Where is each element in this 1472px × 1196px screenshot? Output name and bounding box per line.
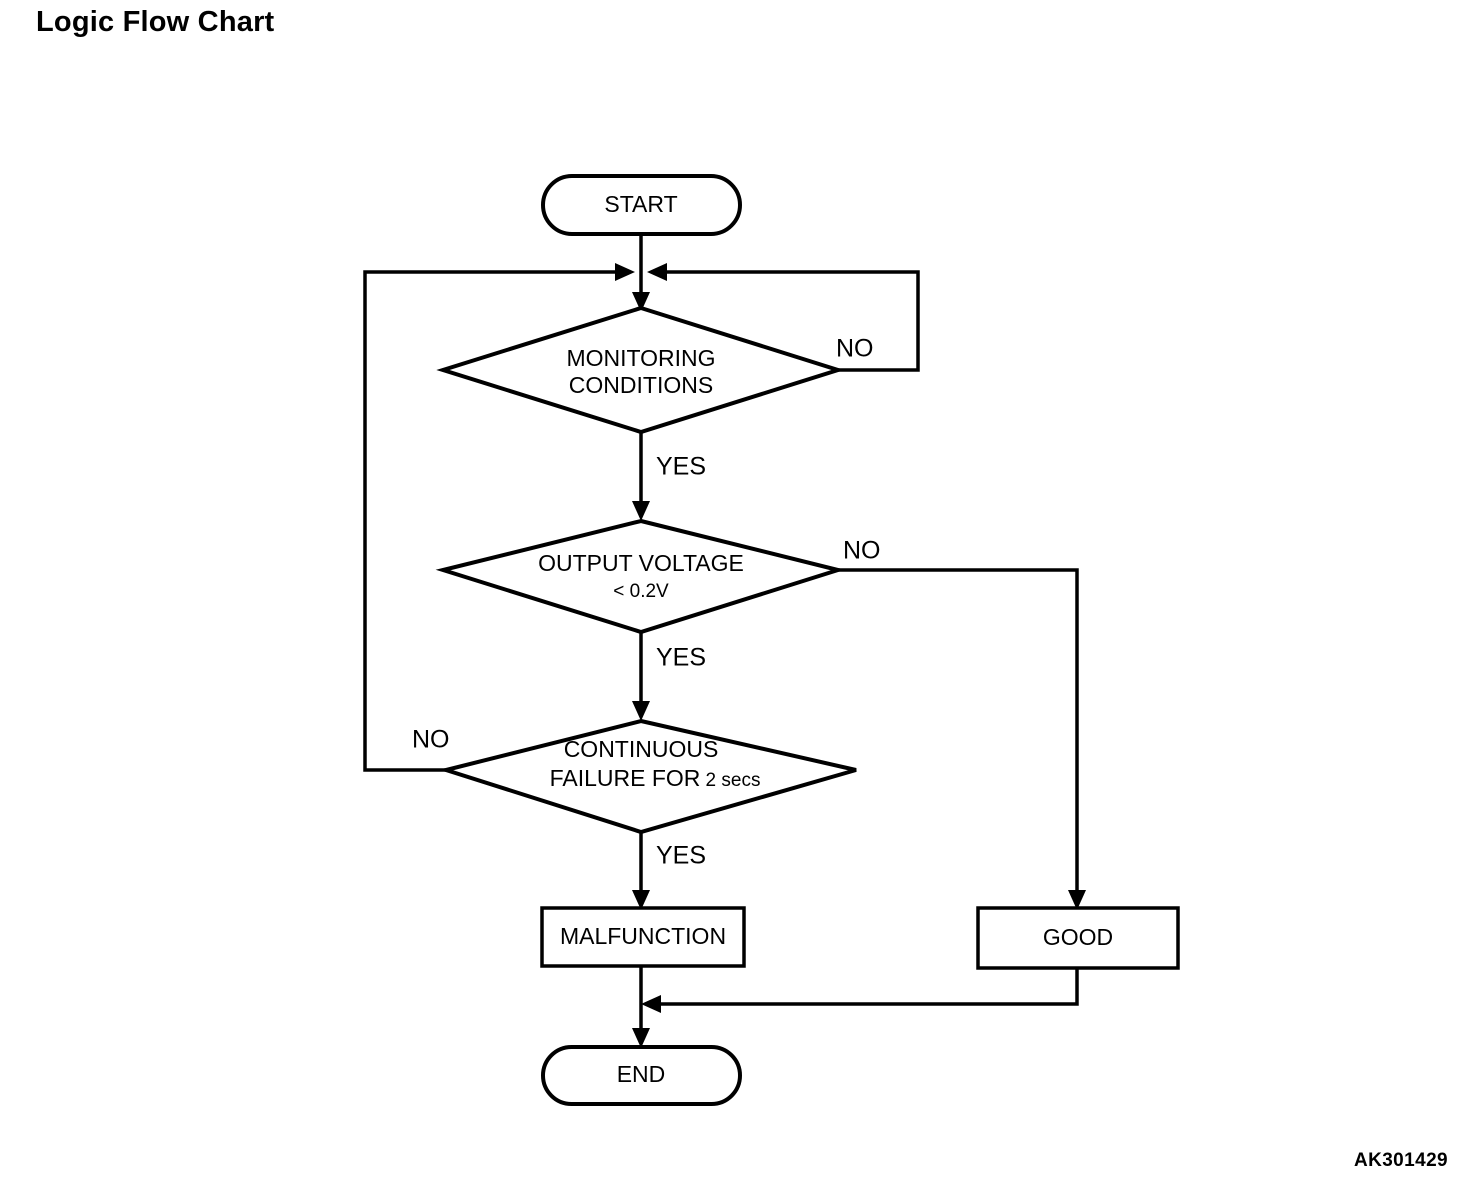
node-continuous-failure: CONTINUOUS FAILURE FOR 2 secs: [438, 718, 857, 835]
arrow-head-icon-continuous-in: [632, 701, 650, 721]
monitoring-label-line1: MONITORING: [566, 345, 715, 371]
end-label: END: [617, 1061, 666, 1087]
node-output-voltage: OUTPUT VOLTAGE < 0.2V: [435, 518, 846, 635]
start-terminator-shape: [541, 174, 742, 236]
continuous-decision-shape: [438, 718, 857, 835]
start-label: START: [604, 191, 677, 217]
edge-label-voltage-no: NO: [843, 537, 881, 565]
node-end: END: [541, 1045, 742, 1106]
node-start: START: [541, 174, 742, 236]
malfunction-label: MALFUNCTION: [560, 923, 726, 949]
page-title: Logic Flow Chart: [36, 6, 275, 38]
arrow-head-icon-good-in: [1068, 890, 1086, 910]
end-terminator-shape: [541, 1045, 742, 1106]
monitoring-label-line2: CONDITIONS: [569, 372, 713, 398]
continuous-label-line2: FAILURE FOR: [550, 765, 701, 791]
connector-good-to-end-merge: [659, 968, 1079, 1006]
connector-continuous-no-loop: [363, 270, 617, 772]
arrow-head-icon-monitoring-no-return: [647, 263, 667, 281]
voltage-label-line2: < 0.2V: [613, 581, 669, 602]
node-monitoring-conditions: MONITORING CONDITIONS: [436, 305, 845, 435]
arrow-head-icon-voltage-in: [632, 501, 650, 521]
arrow-head-icon-malfunction-in: [632, 890, 650, 910]
continuous-label-line2-small: 2 secs: [706, 770, 761, 791]
node-malfunction: MALFUNCTION: [540, 906, 746, 968]
edge-label-voltage-yes: YES: [656, 644, 706, 672]
arrow-head-icon-end-in: [632, 1028, 650, 1048]
edge-label-monitoring-no: NO: [836, 335, 874, 363]
voltage-decision-shape: [435, 518, 846, 635]
arrow-head-icon-monitoring-in: [632, 292, 650, 312]
arrow-head-icon-end-merge: [641, 995, 661, 1013]
good-label: GOOD: [1043, 924, 1113, 950]
node-good: GOOD: [976, 906, 1180, 970]
connector-voltage-no-to-good: [838, 568, 1079, 900]
reference-code: AK301429: [1353, 1150, 1448, 1171]
voltage-label-line1: OUTPUT VOLTAGE: [538, 550, 744, 576]
monitoring-decision-shape: [436, 305, 845, 435]
arrow-head-icon-continuous-no-return: [615, 263, 635, 281]
continuous-label-line1: CONTINUOUS: [564, 736, 719, 762]
connector-monitoring-no-loop: [665, 270, 920, 372]
edge-label-monitoring-yes: YES: [656, 453, 706, 481]
edge-label-continuous-yes: YES: [656, 842, 706, 870]
edge-label-continuous-no: NO: [412, 726, 450, 754]
malfunction-box-shape: [540, 906, 746, 968]
good-box-shape: [976, 906, 1180, 970]
